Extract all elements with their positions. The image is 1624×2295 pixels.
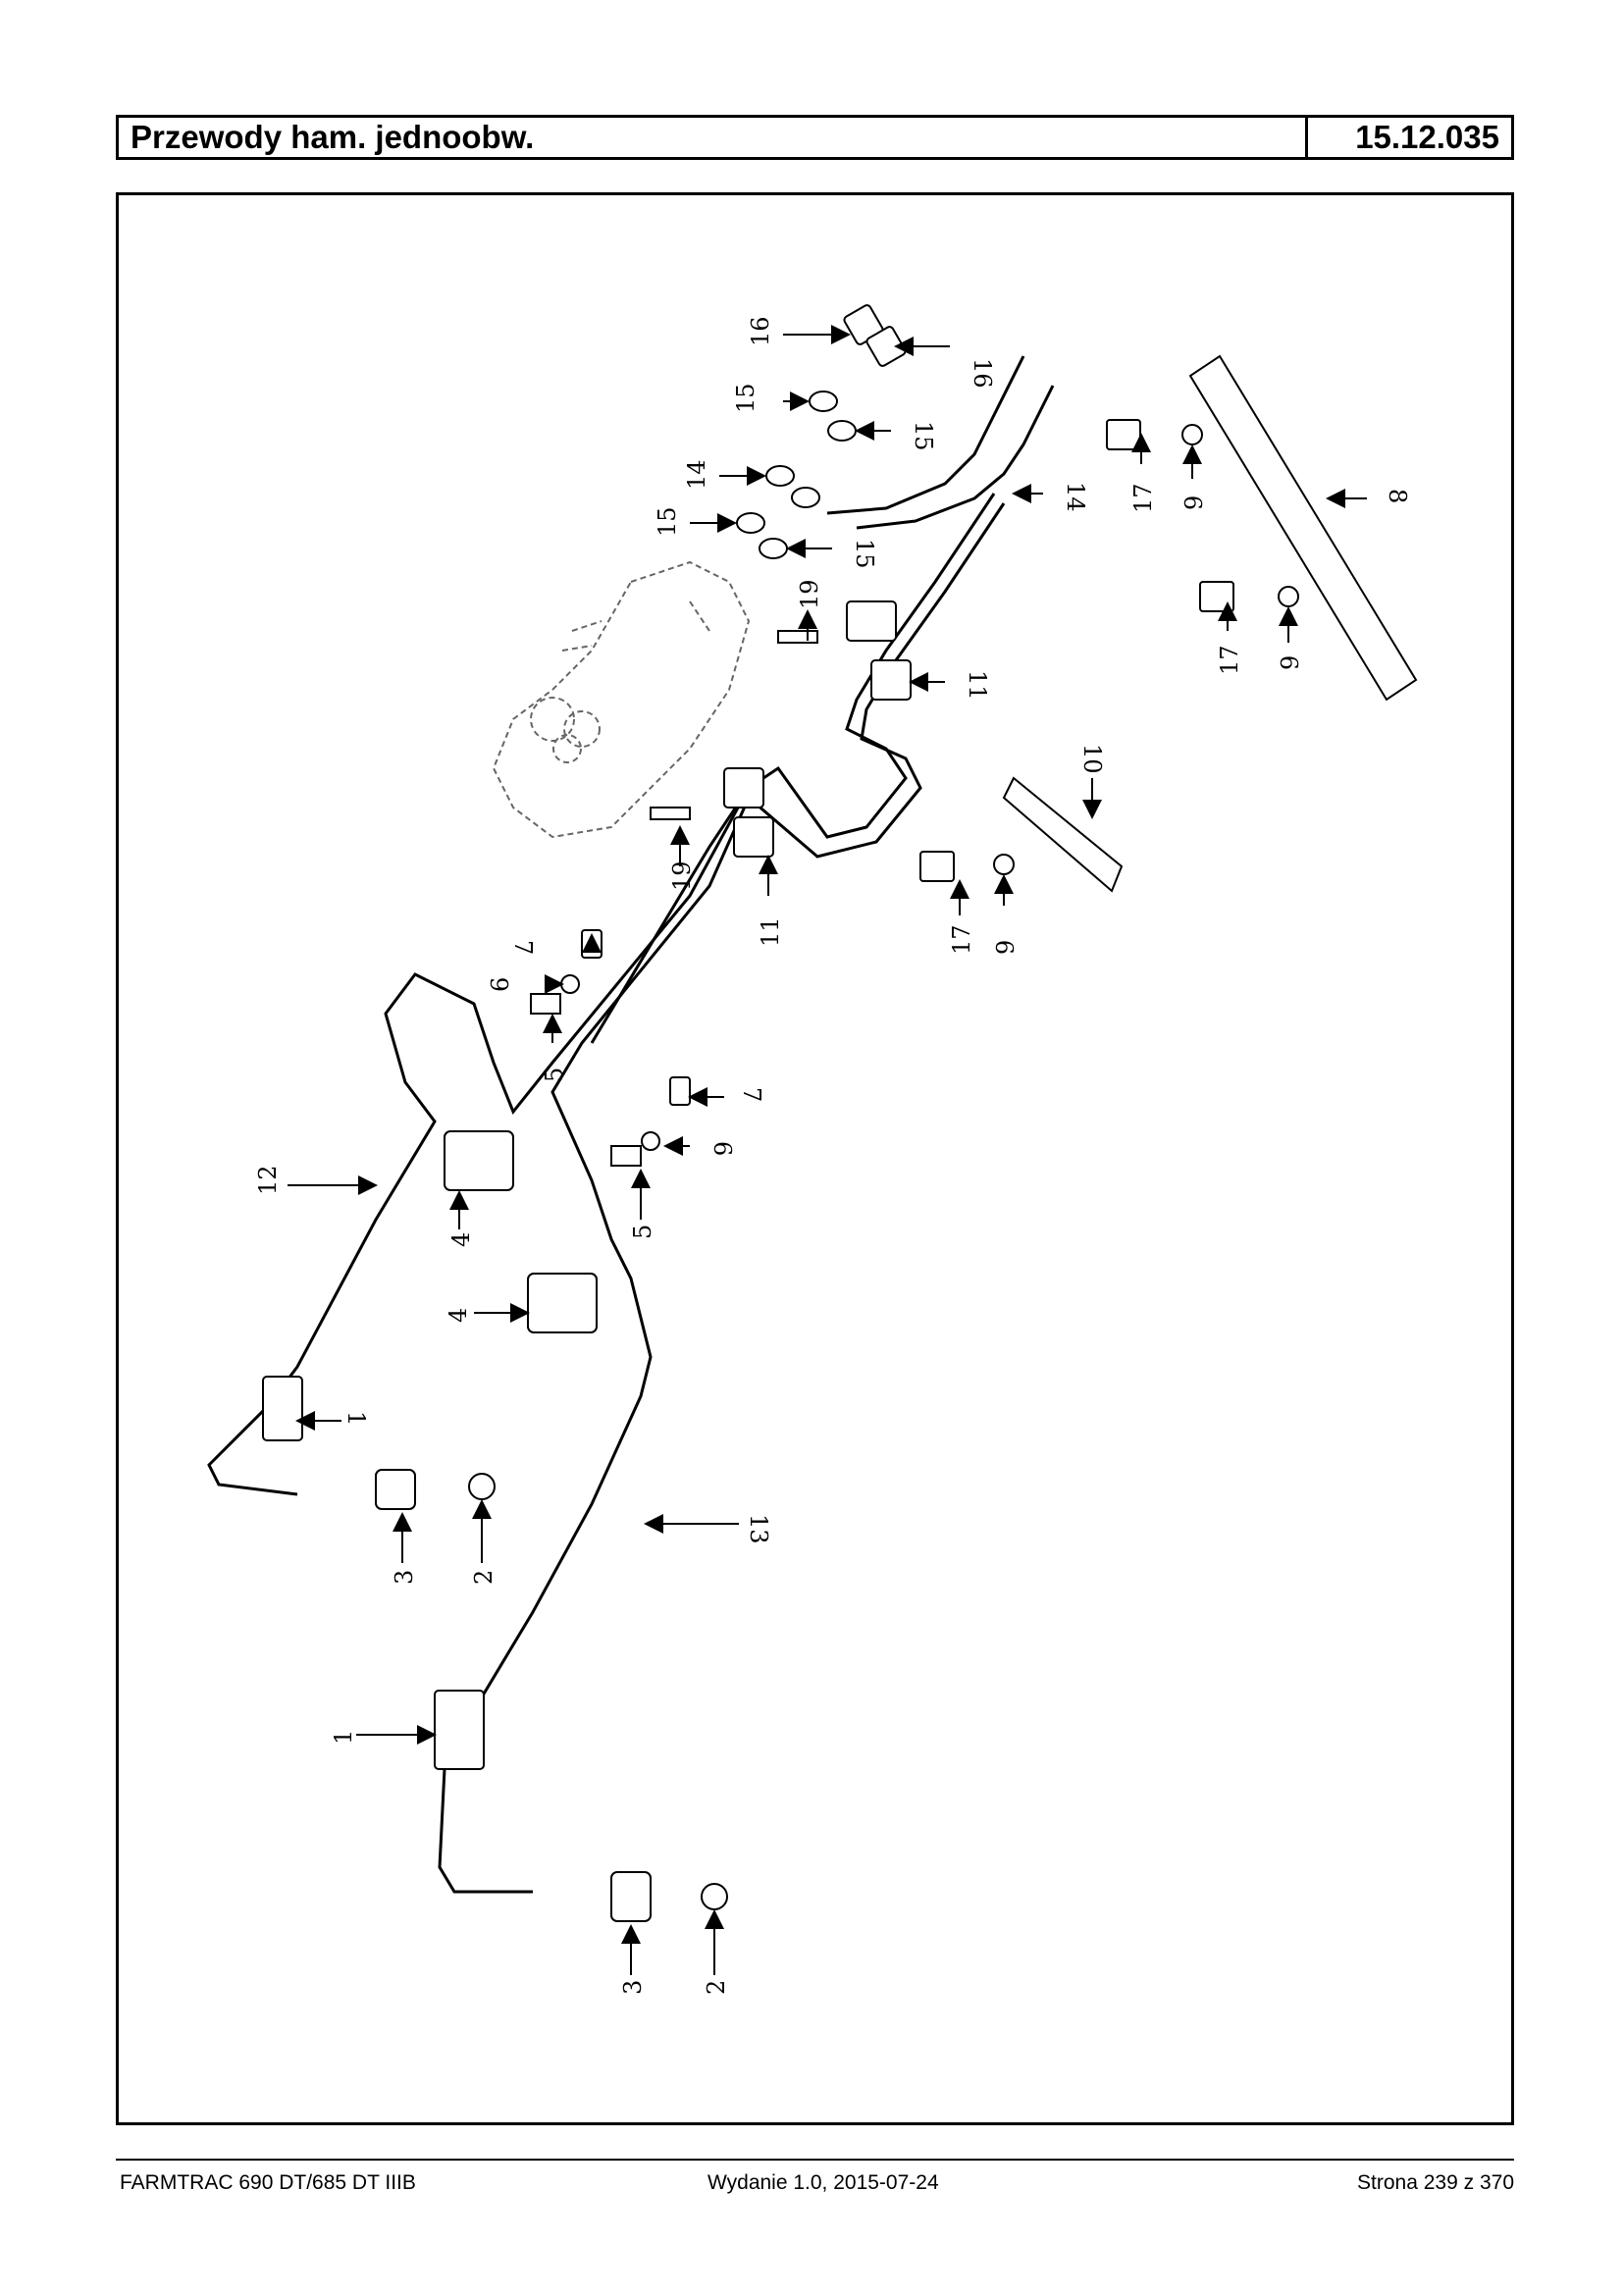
leader-arrows (288, 325, 1367, 1975)
callout-label: 15 (732, 383, 760, 413)
callout-label: 7 (509, 940, 537, 955)
brake-valve-outline (492, 560, 751, 839)
callout-label: 15 (654, 506, 681, 537)
callout-label: 19 (668, 861, 696, 891)
diagram-frame: 16 16 15 15 14 14 15 15 19 11 17 9 8 17 … (116, 192, 1514, 2125)
callout-label: 15 (910, 421, 937, 451)
callout-label: 13 (745, 1514, 772, 1544)
callout-label: 1 (330, 1730, 357, 1745)
callout-label: 4 (447, 1232, 475, 1247)
callout-label: 7 (738, 1087, 765, 1102)
part-shapes (262, 304, 1418, 1922)
callout-label: 16 (747, 316, 774, 346)
callout-label: 5 (629, 1225, 656, 1239)
callout-label: 6 (487, 977, 514, 992)
callout-label: 14 (1062, 482, 1089, 512)
page-title: Przewody ham. jednoobw. (119, 118, 1308, 157)
callout-label: 3 (391, 1570, 418, 1585)
footer-edition: Wydanie 1.0, 2015-07-24 (707, 2171, 939, 2194)
callout-labels: 16 16 15 15 14 14 15 15 19 11 17 9 8 17 … (254, 316, 1411, 1995)
callout-label: 15 (851, 539, 878, 569)
callout-label: 11 (964, 670, 991, 701)
callout-label: 9 (992, 940, 1020, 955)
callout-label: 5 (541, 1068, 568, 1082)
footer-page-number: Strona 239 z 370 (1357, 2171, 1514, 2194)
callout-label: 17 (1216, 645, 1243, 675)
callout-label: 1 (342, 1411, 370, 1426)
callout-label: 3 (619, 1980, 647, 1995)
callout-label: 16 (969, 358, 996, 389)
brake-pipes (207, 355, 1055, 1894)
callout-label: 11 (757, 916, 784, 947)
callout-label: 4 (445, 1308, 472, 1323)
callout-label: 14 (683, 459, 710, 490)
callout-label: 8 (1384, 489, 1411, 503)
callout-label: 2 (703, 1980, 730, 1995)
callout-label: 9 (1277, 655, 1304, 670)
footer-model: FARMTRAC 690 DT/685 DT IIIB (120, 2171, 416, 2194)
callout-label: 2 (470, 1570, 498, 1585)
exploded-parts-diagram: 16 16 15 15 14 14 15 15 19 11 17 9 8 17 … (207, 304, 1418, 1995)
callout-label: 17 (1129, 483, 1157, 513)
callout-label: 10 (1078, 744, 1106, 774)
page-header: Przewody ham. jednoobw. 15.12.035 (116, 115, 1514, 160)
callout-label: 12 (254, 1165, 282, 1195)
section-code: 15.12.035 (1355, 119, 1499, 155)
callout-label: 17 (948, 924, 975, 955)
callout-label: 6 (708, 1141, 736, 1156)
footer-divider (116, 2159, 1514, 2161)
callout-label: 19 (796, 579, 823, 609)
callout-label: 9 (1180, 496, 1208, 510)
